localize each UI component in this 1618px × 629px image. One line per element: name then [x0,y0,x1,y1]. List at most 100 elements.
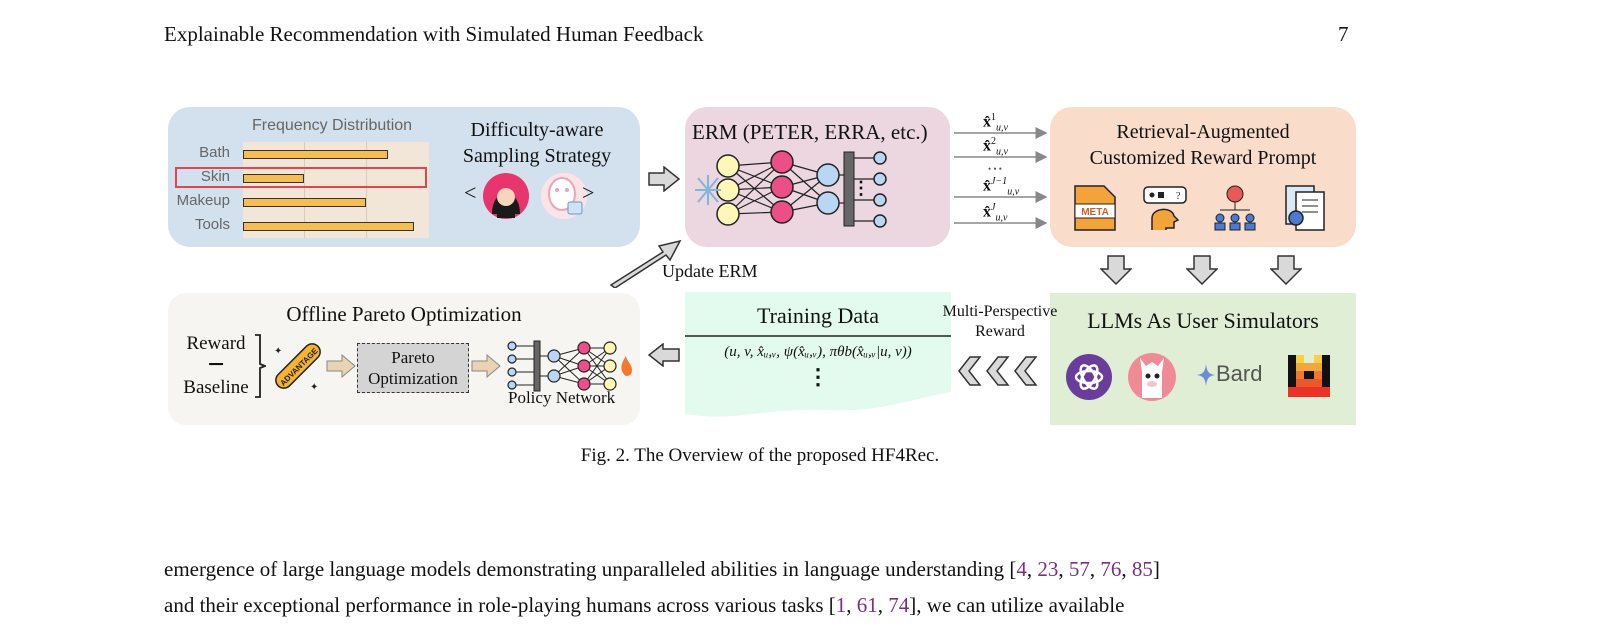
citation-separator: , [1121,557,1132,581]
output-x1: x̂1u,v [983,112,1008,134]
erm-network-diagram [695,150,887,228]
output-xj-sup: J [991,202,996,213]
sampling-title-line2: Sampling Strategy [462,145,612,167]
left-chevrons-icon [958,356,1038,386]
right-bracket [255,334,266,398]
freq-gridline [304,142,305,238]
training-data-formula: (u, v, x̂ᵤ,ᵥ, ψ(x̂ᵤ,ᵥ), πθb(x̂ᵤ,ᵥ|u, v)) [724,344,912,360]
reward-label-line1: Multi-Perspective [942,303,1058,320]
pareto-title: Offline Pareto Optimization [286,302,522,326]
training-data-dots: ⋮ [807,364,829,389]
bard-label: Bard [1216,361,1263,386]
reward-label: Multi-Perspective Reward [935,302,1065,342]
output-x1-sup: 1 [991,112,996,123]
retrieval-title-line1: Retrieval-Augmented [1116,121,1290,143]
erm-dots: ⋮ [852,178,870,198]
citation-separator: , [877,593,889,617]
body-line-1: emergence of large language models demon… [164,557,1160,582]
reward-term: Reward [186,333,246,354]
output-x2-sub: u,v [996,146,1008,158]
llama-logo-icon [1128,353,1176,401]
right-arrow-icon [648,166,680,192]
sampling-title: Difficulty-aware Sampling Strategy [462,117,612,169]
svg-text:✦: ✦ [310,382,318,392]
freq-bar-label: Tools [194,216,230,233]
reward-label-line2: Reward [975,323,1025,340]
left-arrow-icon [648,343,680,367]
body-line1-text: emergence of large language models demon… [164,557,1017,581]
freq-bar [243,174,304,183]
running-header-title: Explainable Recommendation with Simulate… [164,22,704,46]
freq-title: Frequency Distribution [252,117,413,134]
right-arrow-icon [471,354,501,378]
llm-title: LLMs As User Simulators [1087,308,1319,333]
highlight-frame [175,167,427,188]
less-than-sign: < [464,180,477,205]
face-mask-icon [541,173,587,219]
output-x2: x̂2u,v [983,136,1008,158]
page-number: 7 [1338,22,1349,46]
head-thinking-icon: ? [1143,186,1187,230]
policy-network-diagram [507,340,632,392]
down-arrow-icon [1186,255,1218,285]
greater-than-sign: > [582,180,595,205]
document-search-icon [1285,185,1325,231]
retrieval-title-line2: Customized Reward Prompt [1089,147,1317,169]
body-line2-text: and their exceptional performance in rol… [164,593,836,617]
training-data-title: Training Data [756,303,879,328]
meta-label: META [1081,207,1109,218]
citation-group: 1, 61, 74 [836,593,910,617]
output-x2-sup: 2 [991,136,996,147]
body-line-2: and their exceptional performance in rol… [164,593,1124,618]
freq-gridline [366,142,367,238]
pareto-box-line2: Optimization [368,369,458,388]
freq-bar [243,198,366,207]
down-arrow-icon [1100,255,1132,285]
training-data-panel [685,292,951,417]
citation-link[interactable]: 74 [888,593,910,617]
woman-avatar-icon [483,173,529,219]
citation-separator: , [1026,557,1038,581]
output-xj1-sup: J−1 [991,176,1008,187]
output-arrows [954,127,1048,229]
output-xj1-sub: u,v [1007,186,1020,198]
pareto-box-line1: Pareto [391,348,435,367]
freq-bar-label: Makeup [176,192,230,209]
citation-link[interactable]: 23 [1037,557,1059,581]
freq-bar-label: Skin [200,168,230,185]
body-line2-end: ], we can utilize available [909,593,1125,617]
baseline-term: Baseline [183,377,249,398]
output-xj1: x̂J−1u,v [983,176,1020,198]
output-xj-sub: u,v [995,212,1008,224]
citation-link[interactable]: 76 [1100,557,1122,581]
meta-document-icon: META [1074,185,1116,231]
citation-link[interactable]: 61 [856,593,878,617]
citation-link[interactable]: 57 [1068,557,1090,581]
advantage-badge-icon: ADVANTAGE ✦✦ [274,343,321,392]
citation-link[interactable]: 85 [1131,557,1153,581]
down-arrow-icon [1270,255,1302,285]
freq-bar [243,222,414,231]
erm-title: ERM (PETER, ERRA, etc.) [692,120,928,144]
bard-sparkle-icon [1197,364,1215,386]
citation-separator: , [1089,557,1101,581]
citation-separator: , [1058,557,1069,581]
right-arrow-icon [326,354,356,378]
output-xj: x̂Ju,v [983,202,1008,224]
sampling-title-line1: Difficulty-aware [470,119,604,141]
citation-group: 4, 23, 57, 76, 85 [1016,557,1153,581]
output-ellipsis: • • • [988,164,1002,174]
svg-text:?: ? [1176,191,1181,202]
policy-network-label: Policy Network [508,388,616,407]
pareto-optimization-box: Pareto Optimization [357,343,469,393]
freq-bar-label: Bath [199,144,230,161]
user-hierarchy-icon [1214,185,1256,231]
openai-logo-icon [1066,354,1112,400]
mistral-logo-icon [1288,355,1330,397]
minus-sign: − [207,348,225,381]
citation-link[interactable]: 1 [835,593,847,617]
body-line1-end: ] [1152,557,1160,581]
figure-caption: Fig. 2. The Overview of the proposed HF4… [580,445,940,466]
citation-link[interactable]: 4 [1016,557,1027,581]
